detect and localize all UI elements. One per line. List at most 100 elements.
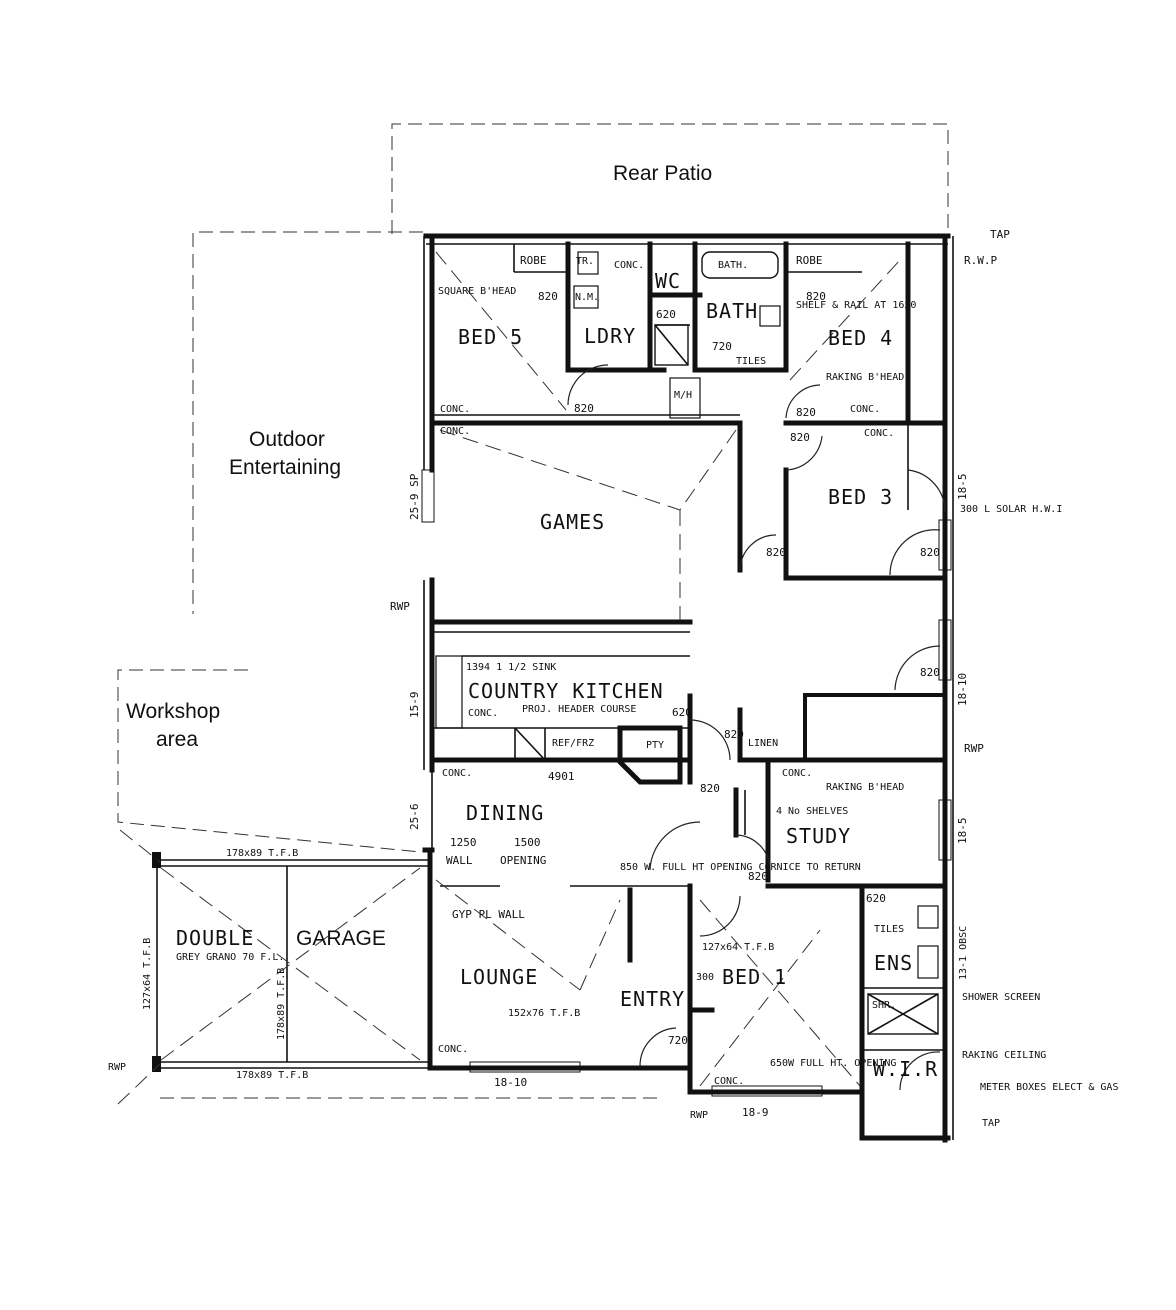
note-rwp-garage: RWP	[108, 1062, 126, 1073]
door-820-bed3-robe: 820	[920, 546, 940, 559]
note-conc-top: CONC.	[614, 260, 644, 271]
dim-15-9: 15-9	[408, 692, 421, 719]
note-rwp-right: RWP	[964, 742, 984, 755]
note-square-bhead: SQUARE B'HEAD	[438, 286, 516, 297]
door-820-bed4: 820	[796, 406, 816, 419]
note-conc-study: CONC.	[782, 768, 812, 779]
room-bed5: BED 5	[458, 325, 523, 349]
note-linen: LINEN	[748, 738, 778, 749]
note-ref-frz: REF/FRZ	[552, 738, 594, 749]
note-nm: N.M.	[575, 292, 599, 303]
note-raking-bhead-study: RAKING B'HEAD	[826, 782, 904, 793]
room-bed3: BED 3	[828, 485, 893, 509]
room-diagonals	[435, 251, 901, 1087]
note-tfb-lounge: 152x76 T.F.B	[508, 1008, 580, 1019]
note-tfb-garage-top: 178x89 T.F.B	[226, 848, 298, 859]
note-shelf-rail: SHELF & RAIL AT 1650	[796, 300, 916, 311]
door-820-study: 820	[700, 782, 720, 795]
room-study: STUDY	[786, 824, 851, 848]
door-820-bed3: 820	[790, 431, 810, 444]
note-raking-bhead-top: RAKING B'HEAD	[826, 372, 904, 383]
note-bath-tub: BATH.	[718, 260, 748, 271]
workshop-outline	[117, 669, 660, 1099]
room-bath: BATH	[706, 299, 758, 323]
note-header-course: PROJ. HEADER COURSE	[522, 704, 636, 715]
note-grey-grano: GREY GRANO 70 F.L.	[176, 952, 284, 963]
note-shelves: 4 No SHELVES	[776, 806, 848, 817]
note-conc-bed4: CONC.	[850, 404, 880, 415]
internal-walls	[422, 241, 948, 1095]
note-tap-top: TAP	[990, 228, 1010, 241]
room-bed4: BED 4	[828, 326, 893, 350]
room-dining: DINING	[466, 801, 544, 825]
door-820-hall: 820	[724, 728, 744, 741]
note-rwp-top: R.W.P	[964, 254, 997, 267]
dim-25-6: 25-6	[408, 804, 421, 831]
dim-18-9: 18-9	[742, 1106, 769, 1119]
note-rwp-bottom: RWP	[690, 1110, 708, 1121]
note-conc-bed5: CONC.	[440, 404, 470, 415]
note-robe-right: ROBE	[796, 254, 823, 267]
workshop-label-1: Workshop	[126, 700, 220, 723]
rear-patio-outline	[391, 123, 949, 234]
note-sink: 1394 1 1/2 SINK	[466, 662, 556, 673]
door-620-pantry: 620	[672, 706, 692, 719]
dim-18-10: 18-10	[956, 673, 969, 706]
room-wir: W.I.R.	[873, 1057, 951, 1081]
dim-4901: 4901	[548, 770, 575, 783]
note-ht-opening: 850 W. FULL HT OPENING CORNICE TO RETURN	[620, 862, 861, 873]
door-720-entry: 720	[668, 1034, 688, 1047]
note-solar: 300 L SOLAR H.W.I	[960, 504, 1062, 515]
note-tfb-garage-bottom: 178x89 T.F.B	[236, 1070, 308, 1081]
note-wall: WALL	[446, 854, 473, 867]
door-820-bed1: 820	[748, 870, 768, 883]
note-rwp-left: RWP	[390, 600, 410, 613]
note-meter-boxes: METER BOXES ELECT & GAS	[980, 1082, 1118, 1093]
door-820-robe: 820	[538, 290, 558, 303]
note-tfb-garage-left: 127x64 T.F.B	[142, 938, 153, 1010]
note-full-ht-opening: 650W FULL HT. OPENING	[770, 1058, 896, 1069]
outdoor-entertaining-outline	[192, 231, 423, 614]
dim-18-10-bottom: 18-10	[494, 1076, 527, 1089]
note-conc-lounge: CONC.	[438, 1044, 468, 1055]
note-300: 300	[696, 972, 714, 983]
note-tiles-bath: TILES	[736, 356, 766, 367]
door-820-linen: 820	[920, 666, 940, 679]
note-raking-ceiling: RAKING CEILING	[962, 1050, 1046, 1061]
note-shower-screen: SHOWER SCREEN	[962, 992, 1040, 1003]
note-mh: M/H	[674, 390, 692, 401]
room-wc: WC	[655, 269, 681, 293]
note-robe-left: ROBE	[520, 254, 547, 267]
note-conc-dining: CONC.	[442, 768, 472, 779]
note-pantry: PTY	[646, 740, 664, 751]
dim-18-5-top: 18-5	[956, 474, 969, 501]
note-tfb-bed1: 127x64 T.F.B	[702, 942, 774, 953]
door-820-bed4-robe: 820	[806, 290, 826, 303]
room-country-kitchen: COUNTRY KITCHEN	[468, 679, 664, 703]
garage	[117, 829, 428, 1105]
door-620-ens: 620	[866, 892, 886, 905]
room-ldry: LDRY	[584, 324, 636, 348]
workshop-label-2: area	[156, 728, 198, 751]
dim-25-9: 25-9 SP	[408, 473, 421, 520]
door-720-bath: 720	[712, 340, 732, 353]
door-820-games: 820	[766, 546, 786, 559]
house-walls	[421, 233, 954, 1143]
room-double: DOUBLE	[176, 926, 254, 950]
door-swings	[567, 364, 946, 1091]
dim-18-5-bottom: 18-5	[956, 818, 969, 845]
note-tap-bottom: TAP	[982, 1118, 1000, 1129]
dim-1250: 1250	[450, 836, 477, 849]
note-tr: TR.	[576, 256, 594, 267]
note-pl-wall: GYP PL WALL	[452, 908, 525, 921]
garage-label: GARAGE	[296, 927, 386, 950]
dim-1500: 1500	[514, 836, 541, 849]
note-tfb-garage-mid: 178x89 T.F.B	[276, 968, 287, 1040]
rear-patio-label: Rear Patio	[613, 162, 712, 185]
room-entry: ENTRY	[620, 987, 685, 1011]
outdoor-entertaining-label-1: Outdoor	[249, 428, 325, 451]
note-conc-bed3: CONC.	[864, 428, 894, 439]
room-games: GAMES	[540, 510, 605, 534]
door-820-bed5: 820	[574, 402, 594, 415]
